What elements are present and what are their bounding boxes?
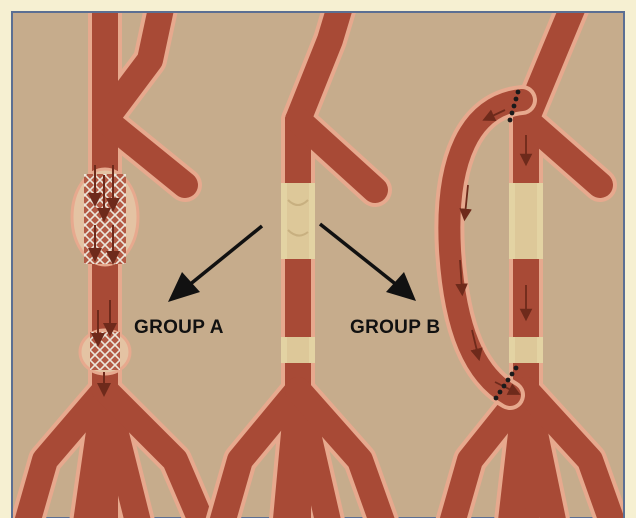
group-a-label: GROUP A [134,317,224,338]
group-b-label: GROUP B [350,317,440,338]
